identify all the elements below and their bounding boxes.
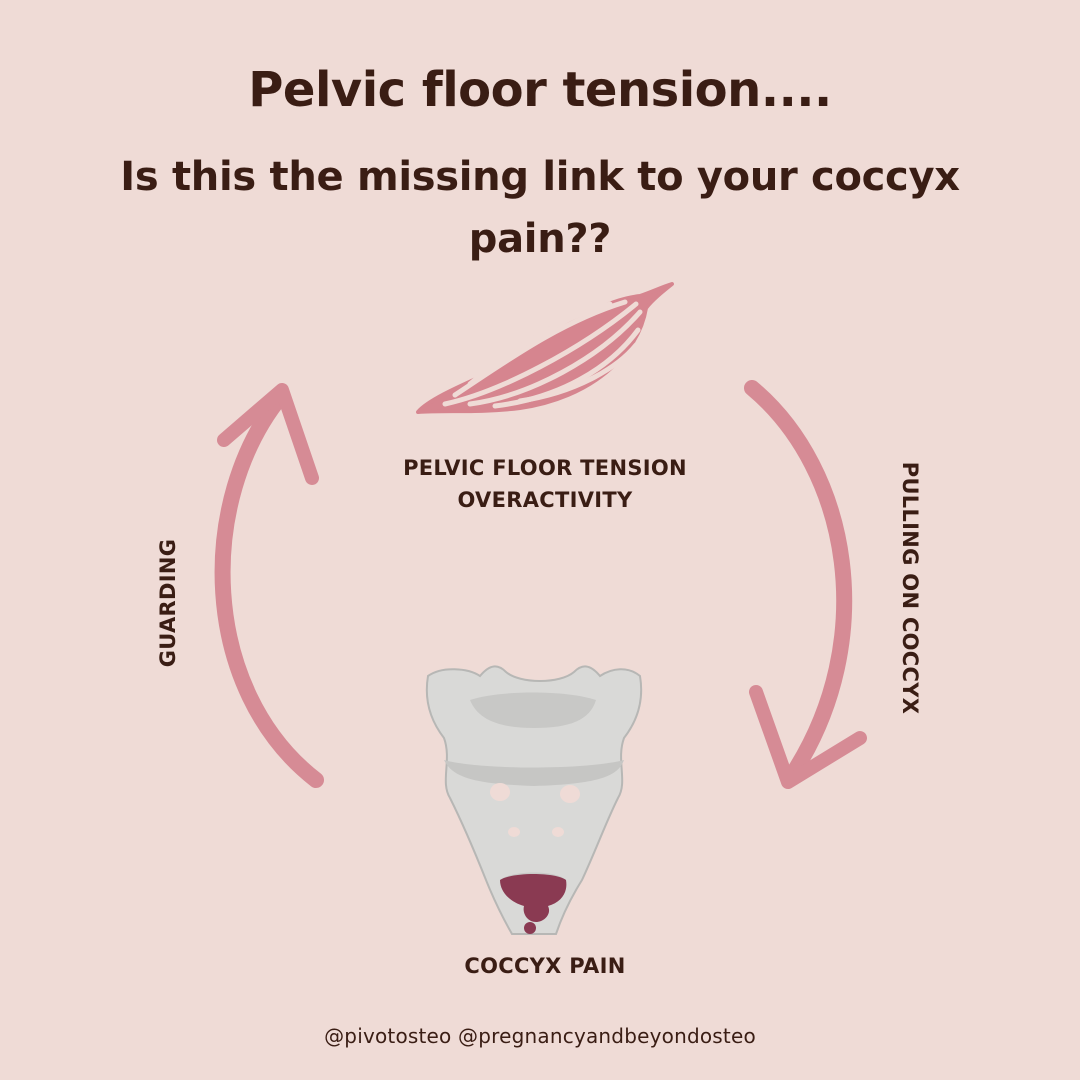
pelvic-floor-tension-label: PELVIC FLOOR TENSION OVERACTIVITY	[340, 452, 750, 516]
pelvic-floor-tension-line1: PELVIC FLOOR TENSION	[403, 456, 687, 480]
sacrum-bone-icon	[425, 665, 643, 935]
coccyx-pain-label: COCCYX PAIN	[464, 954, 626, 978]
right-arrow	[744, 380, 867, 789]
pulling-on-coccyx-text: PULLING ON COCCYX	[898, 461, 922, 715]
pelvic-floor-tension-line2: OVERACTIVITY	[457, 488, 633, 512]
page-title: Pelvic floor tension....	[248, 62, 832, 118]
coccyx-highlight	[500, 874, 567, 934]
muscle-icon	[416, 282, 674, 414]
page-subtitle: Is this the missing link to your coccyx …	[120, 154, 960, 262]
guarding-text: GUARDING	[156, 538, 180, 668]
left-arrow	[214, 383, 324, 788]
credits-footer: @pivotosteo @pregnancyandbeyondosteo	[324, 1024, 756, 1048]
